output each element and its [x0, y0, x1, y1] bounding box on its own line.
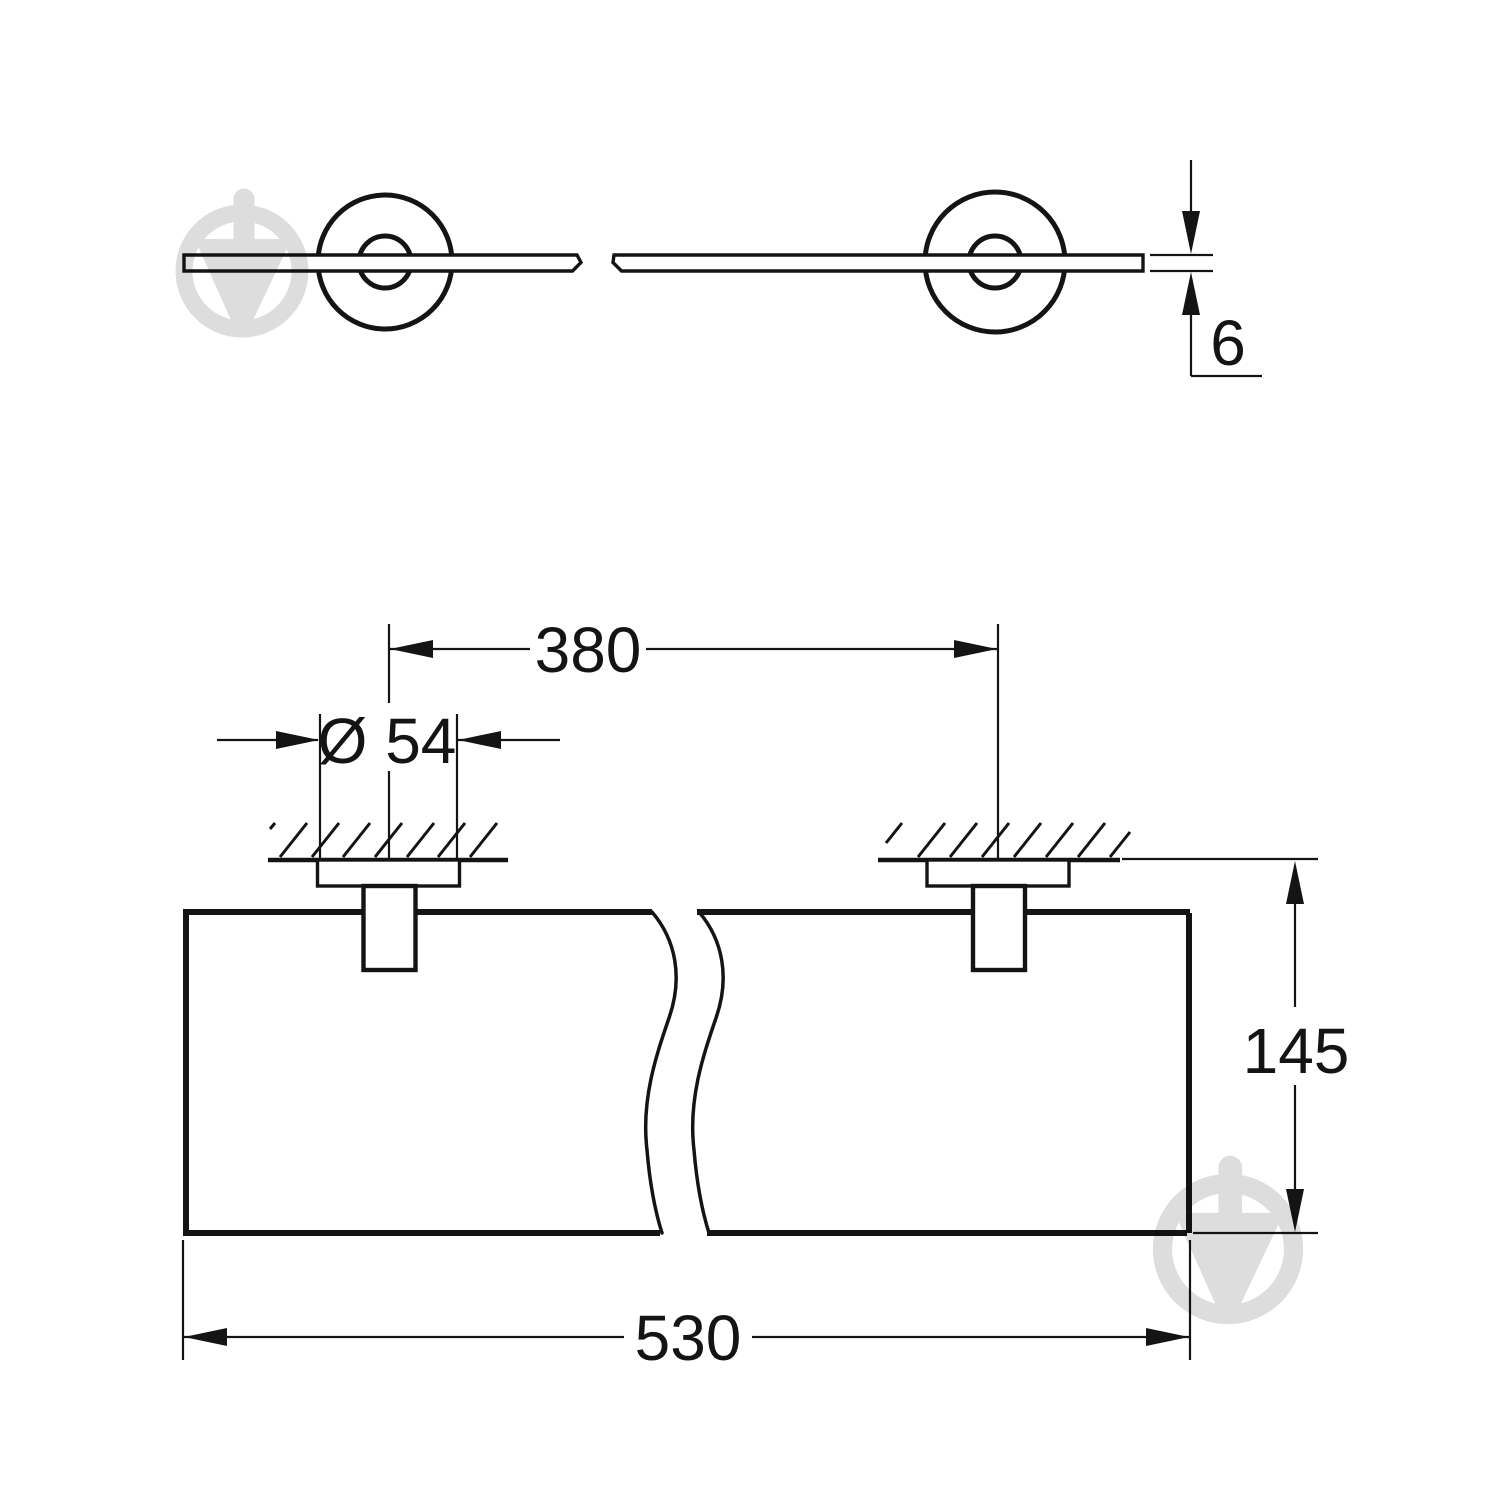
mount-diameter-arrow-left — [276, 731, 319, 749]
dimension-shelf-depth: 145 — [1122, 857, 1350, 1235]
thickness-label: 6 — [1210, 307, 1246, 379]
dimension-mount-spacing: 380 — [389, 614, 997, 686]
front-view — [182, 189, 1145, 335]
mount-spacing-label: 380 — [535, 614, 642, 686]
right-mount-stem — [970, 883, 1028, 973]
break-line-right — [690, 910, 725, 1235]
glass-edge-right-segment — [611, 253, 1145, 273]
mount-diameter-extension-lines — [318, 714, 459, 858]
dimension-shelf-width: 530 — [181, 1240, 1192, 1374]
dimension-mount-diameter: Ø 54 — [217, 705, 560, 777]
thickness-arrow-down — [1182, 211, 1200, 254]
mount-diameter-arrow-right — [458, 731, 501, 749]
right-wall-hatching — [884, 822, 1132, 858]
shelf-outline — [183, 909, 1192, 1236]
mount-spacing-arrow-left — [390, 640, 433, 658]
left-mount-flange — [315, 858, 462, 888]
dimension-glass-thickness: 6 — [1150, 160, 1262, 379]
plan-view — [183, 624, 1192, 1236]
watermark-trowel-icon-bottom-right — [1162, 1168, 1293, 1315]
mount-spacing-arrow-right — [954, 640, 997, 658]
width-label: 530 — [635, 1302, 742, 1374]
thickness-extension-lines — [1150, 160, 1262, 378]
break-line-left — [643, 910, 678, 1235]
depth-arrow-up — [1286, 861, 1304, 904]
depth-label: 145 — [1243, 1015, 1350, 1087]
width-arrow-right — [1146, 1328, 1189, 1346]
width-arrow-left — [184, 1328, 227, 1346]
left-mount-stem — [361, 883, 418, 973]
depth-arrow-down — [1286, 1189, 1304, 1232]
left-wall-hatching — [268, 822, 499, 858]
thickness-arrow-up — [1182, 272, 1200, 315]
mount-diameter-label: Ø 54 — [318, 705, 457, 777]
right-mount-flange — [925, 858, 1071, 888]
